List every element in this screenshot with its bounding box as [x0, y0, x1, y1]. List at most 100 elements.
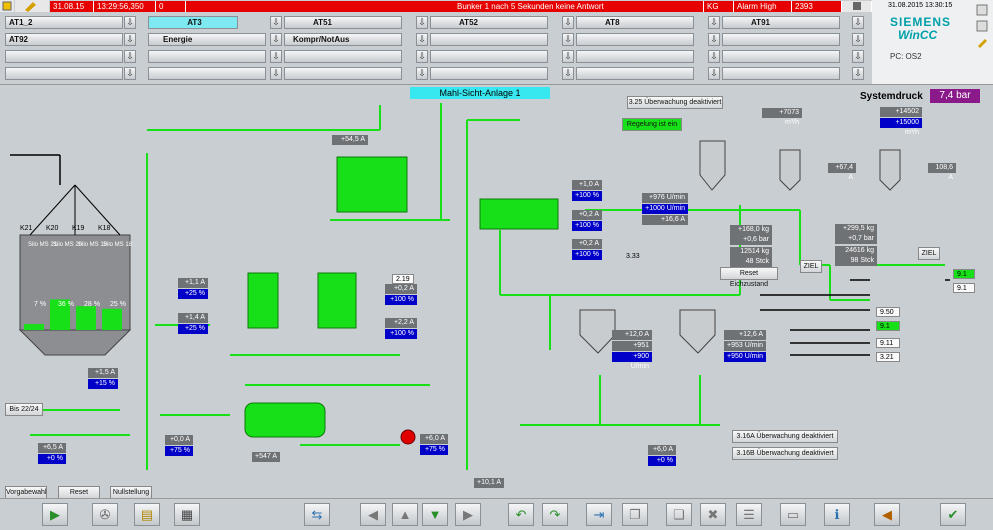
ziel-button-1[interactable]: ZIEL [800, 260, 822, 273]
nav-empty-3-6[interactable] [722, 50, 840, 63]
undo-icon[interactable]: ↶ [508, 503, 534, 526]
value-361b: +100 % [385, 329, 417, 339]
bis-button[interactable]: Bis 22/24 [5, 403, 43, 416]
nav-empty-4-2-arrow-icon[interactable]: ⇩ [270, 67, 282, 80]
forward-icon[interactable]: ▶ [455, 503, 481, 526]
nav-at3-arrow-icon[interactable]: ⇩ [270, 16, 282, 29]
value-3718a: +6,0 A [420, 434, 448, 444]
nav-at51[interactable]: AT51 [284, 16, 402, 29]
nav-empty-4-1-arrow-icon[interactable]: ⇩ [124, 67, 136, 80]
ziel-button-2[interactable]: ZIEL [918, 247, 940, 260]
nav-empty-4-4-arrow-icon[interactable]: ⇩ [562, 67, 574, 80]
bottom-toolbar: ▶ ✇ ▤ ▦ ⇆ ◀ ▲ ▼ ▶ ↶ ↷ ⇥ ❐ ❏ ✖ ☰ ▭ ℹ ◀ ✔ [0, 498, 993, 530]
horn-icon[interactable]: ◀ [874, 503, 900, 526]
nav-at1-2-arrow-icon[interactable]: ⇩ [124, 16, 136, 29]
monitor-icon[interactable]: ▭ [780, 503, 806, 526]
nav-empty-2-5[interactable] [576, 33, 694, 46]
nav-empty-3-4[interactable] [430, 50, 548, 63]
check-icon[interactable]: ✔ [940, 503, 966, 526]
down-icon[interactable]: ▼ [422, 503, 448, 526]
alarm-message[interactable]: Bunker 1 nach 5 Sekunden keine Antwort [454, 1, 704, 12]
nav-kompr-notaus[interactable]: Kompr/NotAus [284, 33, 402, 46]
nav-empty-2-6-arrow-icon[interactable]: ⇩ [852, 33, 864, 46]
value-315b2: +100 % [572, 221, 602, 231]
nav-at3[interactable]: AT3 [148, 16, 238, 29]
alarm-edit-icon[interactable] [15, 0, 49, 12]
nav-energie-arrow-icon[interactable]: ⇩ [270, 33, 282, 46]
nav-empty-3-3-arrow-icon[interactable]: ⇩ [416, 50, 428, 63]
printer-icon[interactable]: ▦ [174, 503, 200, 526]
ueberwachung-316a-button[interactable]: 3.16A Überwachung deaktiviert [732, 430, 838, 443]
ueberwachung-325-button[interactable]: 3.25 Überwachung deaktiviert [627, 96, 723, 109]
silo-k20-tag: K20 [46, 225, 59, 232]
value-31-kg: 12514 kg [730, 247, 772, 257]
nav-at1-2[interactable]: AT1_2 [5, 16, 123, 29]
copy-icon[interactable]: ❐ [622, 503, 648, 526]
reset-eichstatus-button[interactable]: Reset Eichzustand [720, 267, 778, 288]
nav-at91[interactable]: AT91 [722, 16, 840, 29]
nav-at8[interactable]: AT8 [576, 16, 694, 29]
back-icon[interactable]: ◀ [360, 503, 386, 526]
exit-icon[interactable]: ⇥ [586, 503, 612, 526]
nav-empty-4-5[interactable] [576, 67, 694, 80]
nav-empty-4-4[interactable] [430, 67, 548, 80]
ueberwachung-316b-button[interactable]: 3.16B Überwachung deaktiviert [732, 447, 838, 460]
list-icon[interactable]: ☰ [736, 503, 762, 526]
nav-empty-2-5-arrow-icon[interactable]: ⇩ [708, 33, 720, 46]
nav-empty-2-4[interactable] [430, 33, 548, 46]
nav-empty-4-6-arrow-icon[interactable]: ⇩ [852, 67, 864, 80]
delete-icon[interactable]: ✖ [700, 503, 726, 526]
value-316b3: +950 U/min [724, 352, 766, 362]
nav-empty-3-5-arrow-icon[interactable]: ⇩ [708, 50, 720, 63]
regelung-button[interactable]: Regelung ist ein [622, 118, 682, 131]
paste-icon[interactable]: ❏ [666, 503, 692, 526]
nav-empty-3-1[interactable] [5, 50, 123, 63]
nav-empty-3-2[interactable] [148, 50, 266, 63]
nav-empty-2-4-arrow-icon[interactable]: ⇩ [562, 33, 574, 46]
nav-kompr-arrow-icon[interactable]: ⇩ [416, 33, 428, 46]
value-371a: +0,0 A [165, 435, 193, 445]
nav-at52[interactable]: AT52 [430, 16, 548, 29]
pencil-icon[interactable] [976, 36, 988, 48]
nav-energie[interactable]: Energie [148, 33, 266, 46]
alarm-ack-icon[interactable] [842, 1, 872, 12]
nav-at91-arrow-icon[interactable]: ⇩ [852, 16, 864, 29]
up-icon[interactable]: ▲ [392, 503, 418, 526]
minimize-icon[interactable] [976, 4, 988, 16]
nav-empty-4-3[interactable] [284, 67, 402, 80]
nav-empty-3-4-arrow-icon[interactable]: ⇩ [562, 50, 574, 63]
nav-at92-arrow-icon[interactable]: ⇩ [124, 33, 136, 46]
tools-icon[interactable]: ✇ [92, 503, 118, 526]
tools-icon[interactable] [976, 20, 988, 32]
alarm-status-icon[interactable] [0, 0, 14, 12]
value-319b: +0,7 bar [835, 234, 877, 244]
nav-empty-3-1-arrow-icon[interactable]: ⇩ [124, 50, 136, 63]
value-324b: +15 % [88, 379, 118, 389]
nav-empty-4-6[interactable] [722, 67, 840, 80]
value-36b: +100 % [385, 295, 417, 305]
redo-icon[interactable]: ↷ [542, 503, 568, 526]
nav-empty-3-5[interactable] [576, 50, 694, 63]
nav-empty-4-5-arrow-icon[interactable]: ⇩ [708, 67, 720, 80]
value-324p: +0 % [648, 456, 676, 466]
nav-empty-3-6-arrow-icon[interactable]: ⇩ [852, 50, 864, 63]
report-icon[interactable]: ▤ [134, 503, 160, 526]
nav-empty-3-2-arrow-icon[interactable]: ⇩ [270, 50, 282, 63]
value-325a: +0,2 A [572, 239, 602, 249]
nav-empty-4-3-arrow-icon[interactable]: ⇩ [416, 67, 428, 80]
value-318b: +15000 m³/h [880, 118, 922, 136]
silo-fill-3 [102, 308, 122, 330]
nav-empty-4-1[interactable] [5, 67, 123, 80]
nav-at8-arrow-icon[interactable]: ⇩ [708, 16, 720, 29]
nav-empty-3-3[interactable] [284, 50, 402, 63]
login-icon[interactable]: ⇆ [304, 503, 330, 526]
nav-at92[interactable]: AT92 [5, 33, 123, 46]
nav-at52-arrow-icon[interactable]: ⇩ [562, 16, 574, 29]
play-icon[interactable]: ▶ [42, 503, 68, 526]
nav-empty-2-6[interactable] [722, 33, 840, 46]
nav-at51-arrow-icon[interactable]: ⇩ [416, 16, 428, 29]
value-316b1: +12,6 A [724, 330, 766, 340]
nav-empty-4-2[interactable] [148, 67, 266, 80]
value-315a2: +100 % [572, 191, 602, 201]
info-icon[interactable]: ℹ [824, 503, 850, 526]
